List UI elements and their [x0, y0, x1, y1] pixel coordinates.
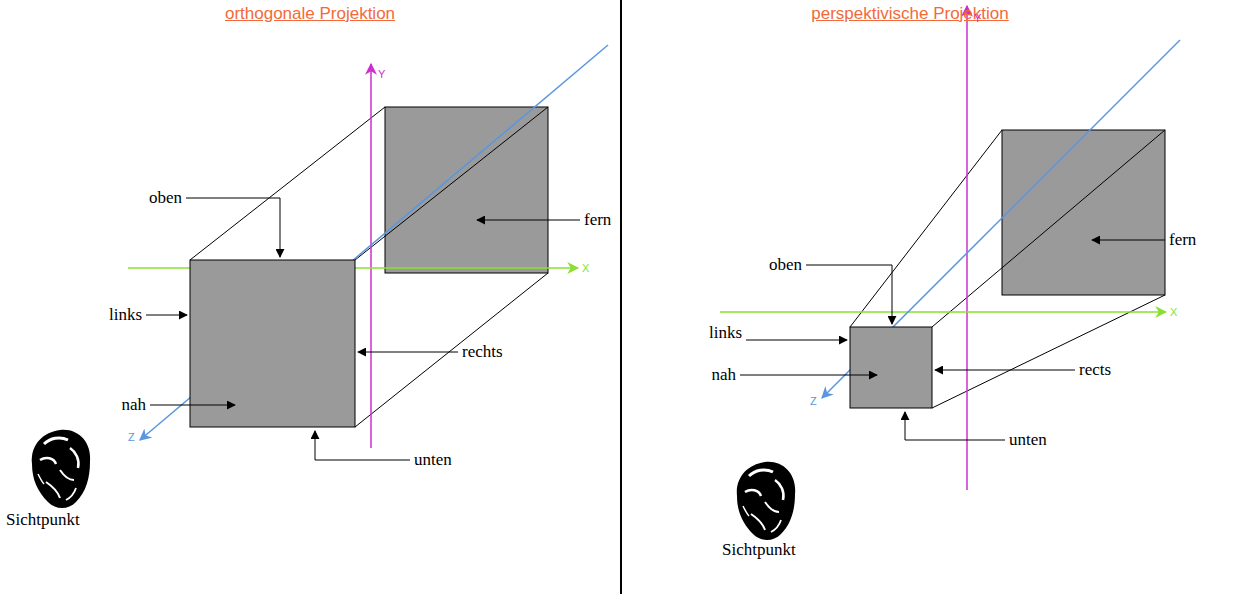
face-label: unten: [414, 451, 452, 470]
face-label: links: [709, 324, 742, 343]
viewpoint-label: Sichtpunkt: [6, 511, 80, 530]
axis-label: Z: [128, 431, 135, 443]
axis-label: X: [1170, 306, 1177, 318]
face-label: links: [109, 306, 142, 325]
panel-title: orthogonale Projektion: [225, 5, 395, 24]
face-label: nah: [121, 396, 146, 415]
face-label: rects: [1079, 361, 1111, 380]
face-label: fern: [1169, 231, 1196, 250]
face-label: nah: [711, 366, 736, 385]
face-label: unten: [1009, 431, 1047, 450]
viewpoint-label: Sichtpunkt: [722, 541, 796, 560]
face-label: oben: [769, 256, 802, 275]
axis-label: X: [582, 262, 589, 274]
axis-label: Z: [810, 395, 817, 407]
axis-label: Y: [378, 68, 385, 80]
face-label: oben: [149, 189, 182, 208]
face-label: fern: [584, 211, 611, 230]
face-label: rechts: [462, 343, 503, 362]
axis-label: Y: [974, 12, 981, 24]
